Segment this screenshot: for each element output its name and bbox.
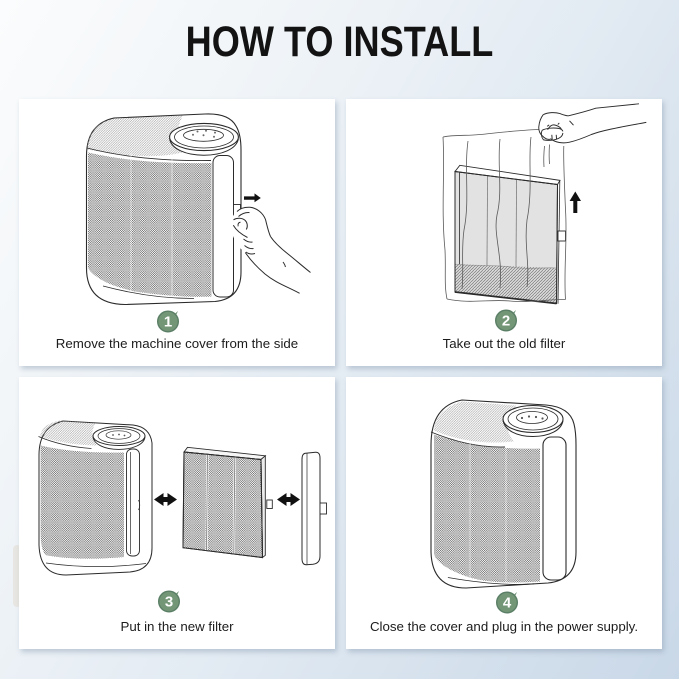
svg-text:1: 1 <box>164 314 172 331</box>
svg-text:4: 4 <box>503 595 512 612</box>
svg-text:3: 3 <box>165 594 173 611</box>
svg-text:2: 2 <box>502 313 510 330</box>
